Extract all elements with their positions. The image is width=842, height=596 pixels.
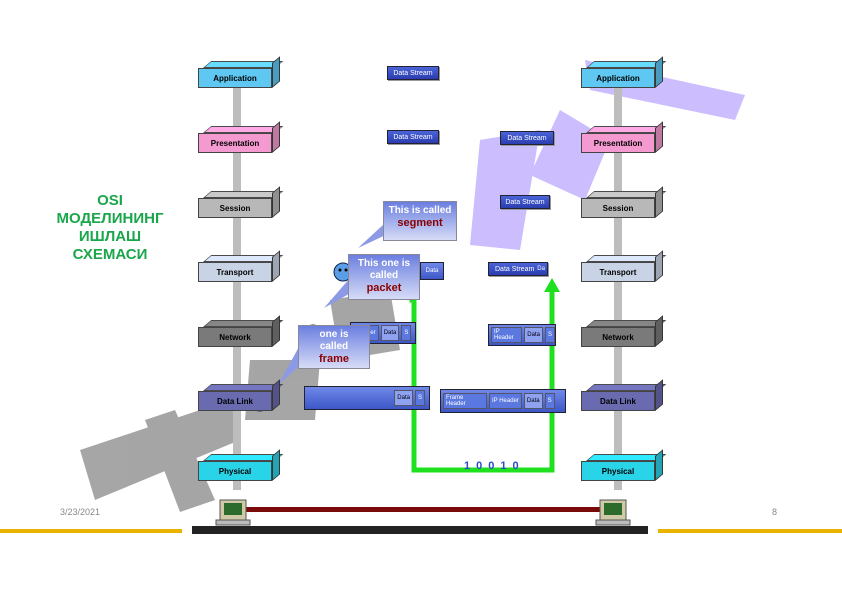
packet-data-label: Data (380, 325, 400, 341)
title-line: МОДЕЛИНИНГ (56, 210, 164, 227)
frame-callout: one is called frame (298, 325, 370, 369)
layer-label: Data Link (216, 396, 253, 406)
network-cable (244, 507, 602, 512)
packet-data-label: Data (425, 268, 439, 274)
bit-stream: 10010 (464, 460, 525, 472)
layer-label: Application (213, 73, 257, 83)
frame-data-label: Data (394, 390, 413, 406)
callout-line: This is called (388, 205, 452, 216)
layer-label: Data Link (599, 396, 636, 406)
stream-tail: Da (537, 266, 545, 272)
callout-emphasis: frame (319, 353, 349, 365)
callout-emphasis: segment (397, 217, 443, 229)
left-computer-icon (215, 499, 251, 526)
datalink-left-frame: Data S (304, 386, 430, 410)
stream-label: Data Stream (495, 265, 535, 273)
packet-ip-header-label: IP Header (491, 327, 523, 343)
flow-arrowhead (544, 278, 560, 292)
right-layer-session: Session (581, 198, 655, 218)
pres-left-data-stream: Data Stream (387, 130, 439, 144)
footer-accent-right (658, 529, 842, 533)
title-line: ИШЛАШ (78, 228, 142, 245)
footer-page-number: 8 (772, 507, 778, 517)
left-layer-physical: Physical (198, 461, 272, 481)
smiley-icon (333, 262, 353, 282)
layer-label: Network (219, 332, 251, 342)
callout-line: called (319, 341, 349, 352)
layer-label: Network (602, 332, 634, 342)
slide-title: OSI МОДЕЛИНИНГ ИШЛАШ СХЕМАСИ (30, 192, 190, 264)
layer-label: Physical (218, 466, 252, 476)
packet-data-label: Data (524, 327, 543, 343)
packet-s-label: S (401, 325, 412, 341)
layer-label: Presentation (593, 138, 643, 148)
layer-label: Session (219, 203, 251, 213)
layer-label: Session (602, 203, 634, 213)
left-layer-transport: Transport (198, 262, 272, 282)
layer-label: Presentation (210, 138, 260, 148)
pres-right-data-stream: Data Stream (500, 131, 554, 145)
flow-line (409, 270, 555, 473)
right-layer-presentation: Presentation (581, 133, 655, 153)
callout-line: called (369, 270, 399, 281)
right-layer-data-link: Data Link (581, 391, 655, 411)
frame-header-label: Frame Header (443, 393, 487, 409)
packet-s-label: S (544, 327, 555, 343)
footer-accent-left (0, 529, 182, 533)
right-computer-icon (595, 499, 631, 526)
title-line: СХЕМАСИ (72, 246, 148, 263)
callout-emphasis: packet (366, 282, 402, 294)
layer-label: Application (596, 73, 640, 83)
right-layer-application: Application (581, 68, 655, 88)
transport-right-data-stream: Data Stream Da (488, 262, 548, 276)
layer-label: Transport (216, 267, 254, 277)
watermark (470, 60, 745, 250)
segment-callout: This is called segment (383, 201, 457, 241)
frame-ip-header-label: IP Header (489, 393, 522, 409)
datalink-right-frame: Frame Header IP Header Data S (440, 389, 566, 413)
title-line: OSI (97, 192, 123, 209)
left-layer-network: Network (198, 327, 272, 347)
callout-line: This one is (357, 258, 411, 269)
network-right-packet: IP Header Data S (488, 324, 556, 346)
left-layer-application: Application (198, 68, 272, 88)
footer-dark-bar (192, 526, 648, 534)
left-layer-data-link: Data Link (198, 391, 272, 411)
layer-label: Transport (599, 267, 637, 277)
left-layer-presentation: Presentation (198, 133, 272, 153)
right-layer-transport: Transport (581, 262, 655, 282)
session-right-data-stream: Data Stream (500, 195, 550, 209)
layer-label: Physical (601, 466, 635, 476)
frame-s-label: S (414, 390, 425, 406)
footer-date: 3/23/2021 (60, 507, 101, 517)
callout-line: one is (319, 329, 349, 340)
app-left-data-stream: Data Stream (387, 66, 439, 80)
right-layer-physical: Physical (581, 461, 655, 481)
frame-s-label: S (544, 393, 555, 409)
transport-left-packet: Data (420, 262, 444, 280)
right-layer-network: Network (581, 327, 655, 347)
left-layer-session: Session (198, 198, 272, 218)
frame-data-label: Data (523, 393, 543, 409)
packet-callout: This one is called packet (348, 254, 420, 300)
